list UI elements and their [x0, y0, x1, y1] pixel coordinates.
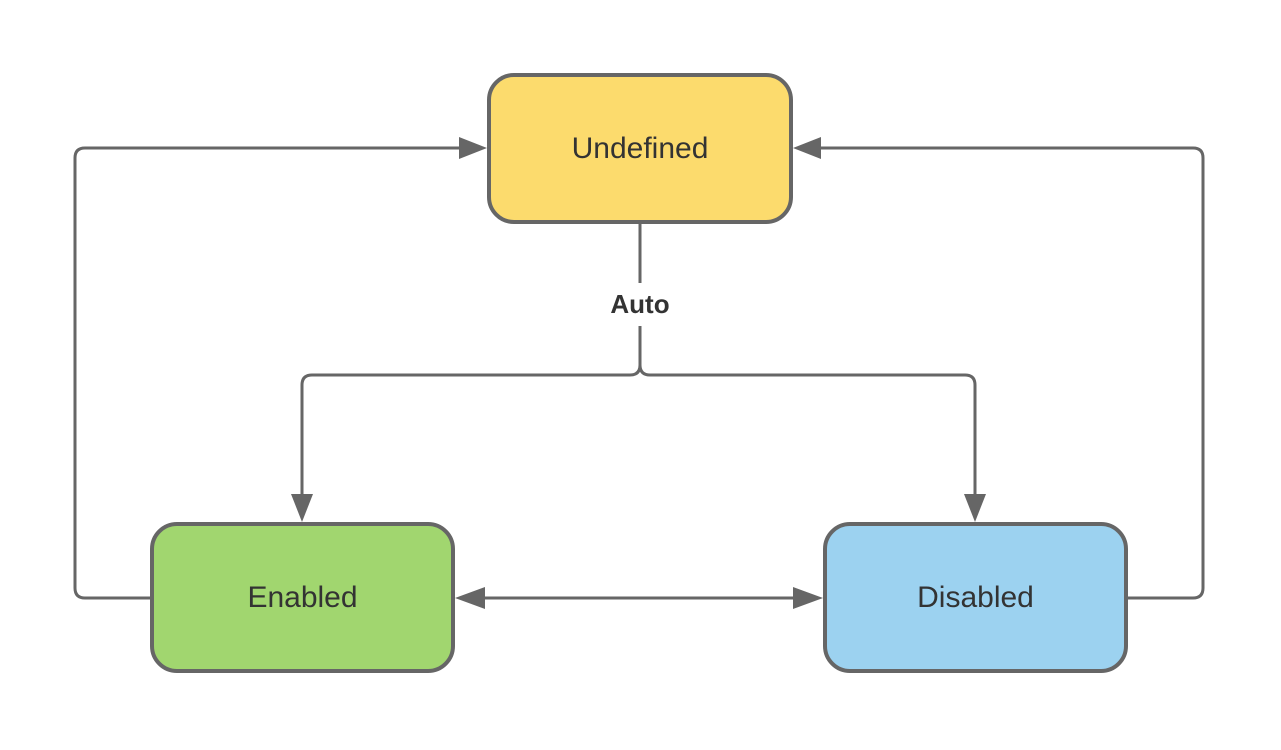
arrowhead-into-undefined-right [793, 137, 821, 159]
edge-label-auto: Auto [600, 283, 680, 326]
state-node-disabled: Disabled [823, 522, 1128, 673]
connector-undefined-to-enabled-auto [300, 224, 642, 495]
arrowhead-into-undefined-left [459, 137, 487, 159]
connector-disabled-to-undefined [820, 146, 1205, 600]
connector-undefined-to-disabled-auto [638, 224, 977, 495]
state-label-disabled: Disabled [917, 580, 1034, 614]
state-node-undefined: Undefined [487, 73, 793, 224]
state-node-enabled: Enabled [150, 522, 455, 673]
arrowhead-into-disabled-top [964, 494, 986, 522]
arrowhead-into-disabled-left [793, 587, 823, 609]
arrowhead-into-enabled-top [291, 494, 313, 522]
state-label-enabled: Enabled [247, 580, 358, 614]
state-label-undefined: Undefined [571, 131, 709, 165]
connector-enabled-to-undefined [73, 146, 460, 600]
arrowhead-into-enabled-right [455, 587, 485, 609]
